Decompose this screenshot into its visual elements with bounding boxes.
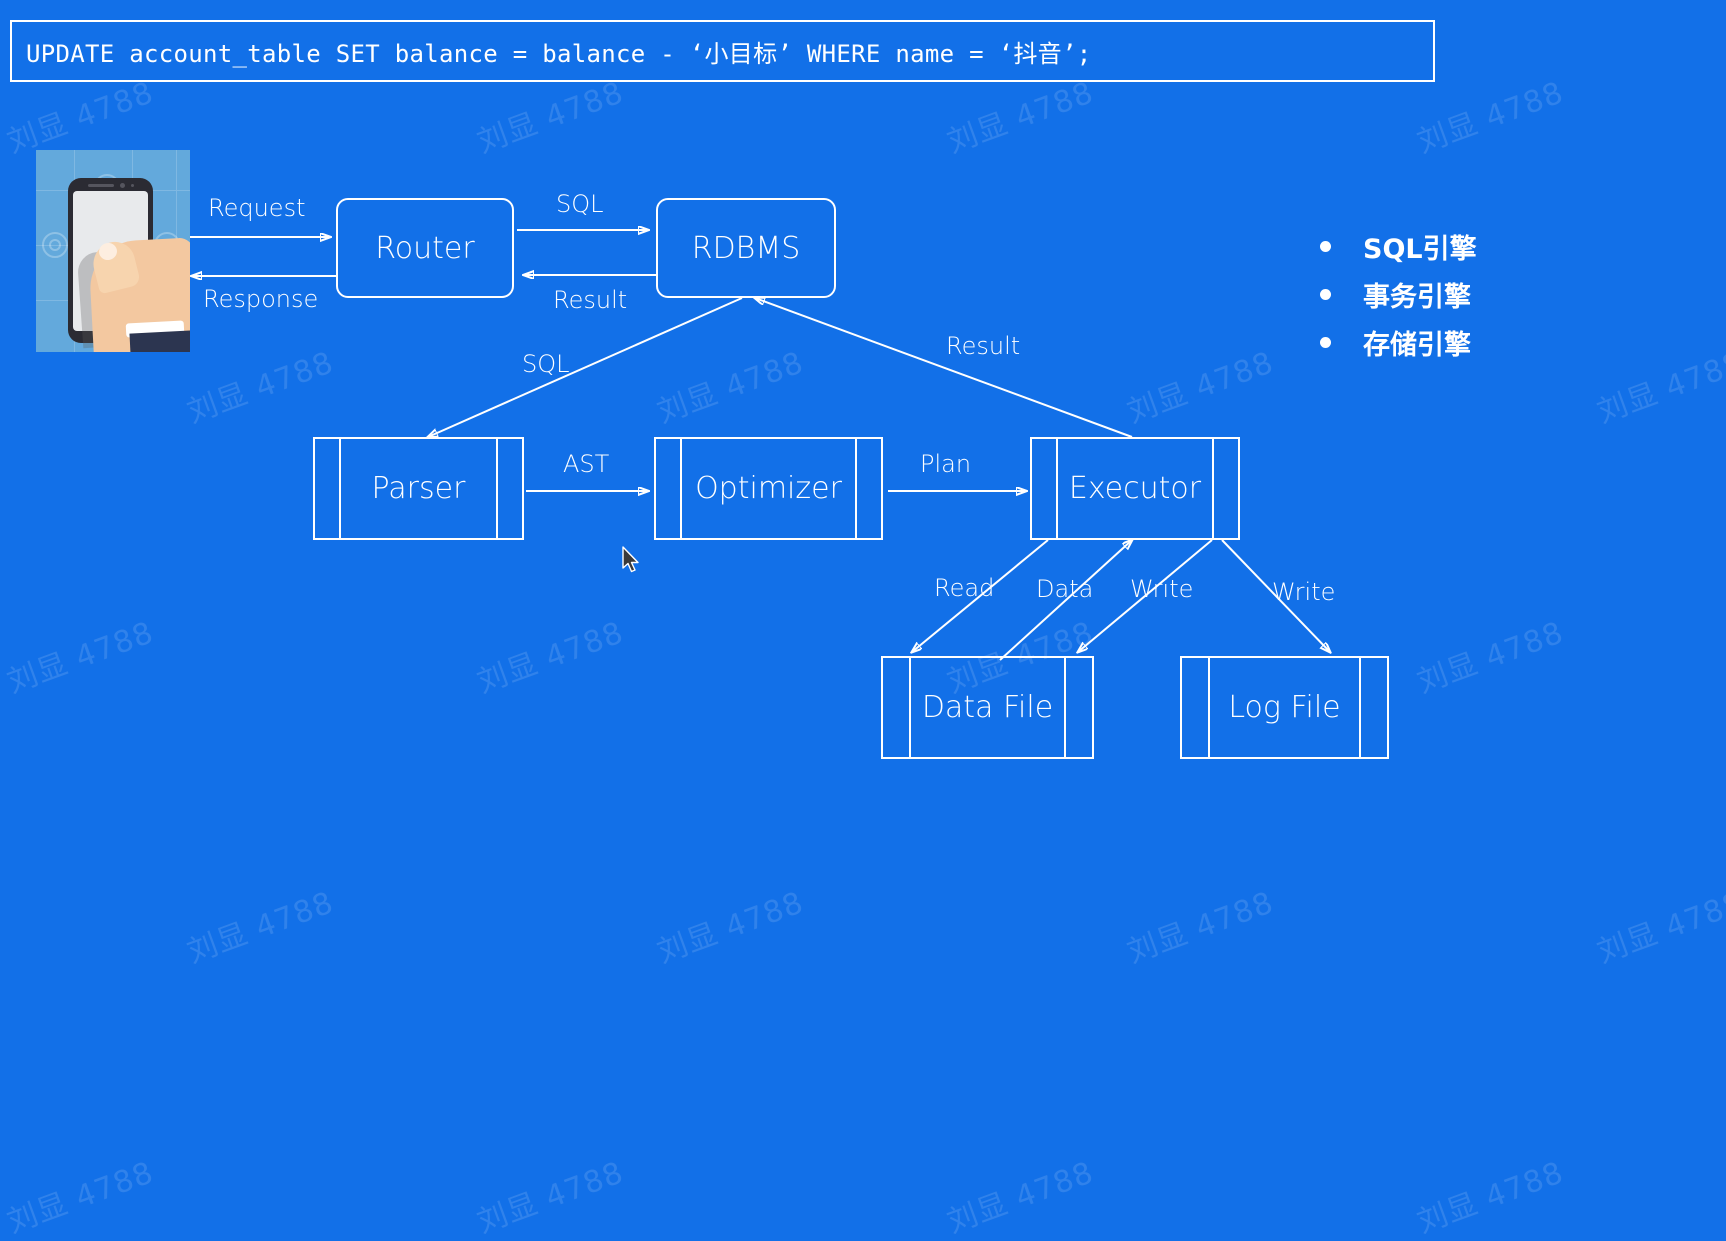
edge-label-write-data: Write [1130, 575, 1194, 603]
node-parser-label: Parser [371, 471, 466, 506]
phone-sensor-icon [131, 184, 134, 187]
node-rdbms[interactable]: RDBMS [656, 198, 836, 298]
process-rail-right [855, 439, 857, 538]
bullet-label: 事务引擎 [1363, 281, 1471, 313]
process-rail-left [1056, 439, 1058, 538]
engine-bullet-list: SQL引擎 事务引擎 存储引擎 [1320, 222, 1477, 366]
node-data-file-label: Data File [921, 690, 1054, 725]
process-rail-right [1359, 658, 1361, 757]
watermark-text: 刘显 4788 [942, 1155, 1099, 1241]
node-rdbms-label: RDBMS [691, 230, 801, 266]
illustration-swirl-icon [42, 232, 68, 258]
edge-label-ast: AST [563, 450, 610, 478]
process-rail-left [1208, 658, 1210, 757]
edge-label-request: Request [208, 194, 306, 222]
node-executor-label: Executor [1068, 471, 1202, 506]
mouse-cursor [622, 546, 642, 581]
bullet-item-transaction-engine[interactable]: 事务引擎 [1320, 270, 1477, 318]
diagram-connectors [190, 0, 1726, 661]
node-data-file[interactable]: Data File [881, 656, 1094, 759]
sql-statement-text: UPDATE account_table SET balance = balan… [26, 39, 1092, 68]
process-rail-right [1212, 439, 1214, 538]
bullet-item-storage-engine[interactable]: 存储引擎 [1320, 318, 1477, 366]
node-optimizer[interactable]: Optimizer [654, 437, 883, 540]
bullet-dot-icon [1320, 336, 1331, 348]
node-optimizer-label: Optimizer [695, 471, 842, 506]
node-log-file-label: Log File [1228, 690, 1341, 725]
node-parser[interactable]: Parser [313, 437, 524, 540]
slide-canvas: UPDATE account_table SET balance = balan… [3, 0, 1726, 1240]
edge-label-read: Read [934, 574, 995, 602]
watermark-text: 刘显 4788 [2, 1155, 159, 1241]
client-device-illustration [36, 150, 190, 352]
bullet-dot-icon [1320, 288, 1331, 300]
phone-speaker [88, 184, 114, 187]
process-rail-left [339, 439, 341, 538]
edge-label-result-top: Result [553, 286, 628, 314]
watermark-text: 刘显 4788 [1412, 1155, 1569, 1241]
node-log-file[interactable]: Log File [1180, 656, 1389, 759]
edge-label-data: Data [1036, 575, 1094, 603]
node-router[interactable]: Router [336, 198, 514, 298]
sql-statement-banner: UPDATE account_table SET balance = balan… [10, 20, 1435, 82]
edge-label-response: Response [203, 285, 319, 313]
watermark-text: 刘显 4788 [182, 885, 339, 971]
bullet-label: SQL引擎 [1363, 233, 1477, 265]
bullet-dot-icon [1320, 240, 1331, 252]
watermark-text: 刘显 4788 [1592, 885, 1726, 971]
edge-label-sql-parser: SQL [522, 350, 570, 378]
watermark-text: 刘显 4788 [1122, 885, 1279, 971]
process-rail-right [496, 439, 498, 538]
process-rail-left [680, 439, 682, 538]
bullet-item-sql-engine[interactable]: SQL引擎 [1320, 222, 1477, 270]
edge-label-result-executor: Result [946, 332, 1021, 360]
phone-camera-icon [120, 183, 125, 188]
process-rail-right [1064, 658, 1066, 757]
node-router-label: Router [375, 230, 475, 266]
process-rail-left [909, 658, 911, 757]
edge-label-sql-top: SQL [556, 190, 604, 218]
watermark-text: 刘显 4788 [652, 885, 809, 971]
edge-label-plan: Plan [920, 450, 972, 478]
node-executor[interactable]: Executor [1030, 437, 1240, 540]
bullet-label: 存储引擎 [1363, 329, 1471, 361]
edge-label-write-log: Write [1272, 578, 1336, 606]
watermark-text: 刘显 4788 [472, 1155, 629, 1241]
